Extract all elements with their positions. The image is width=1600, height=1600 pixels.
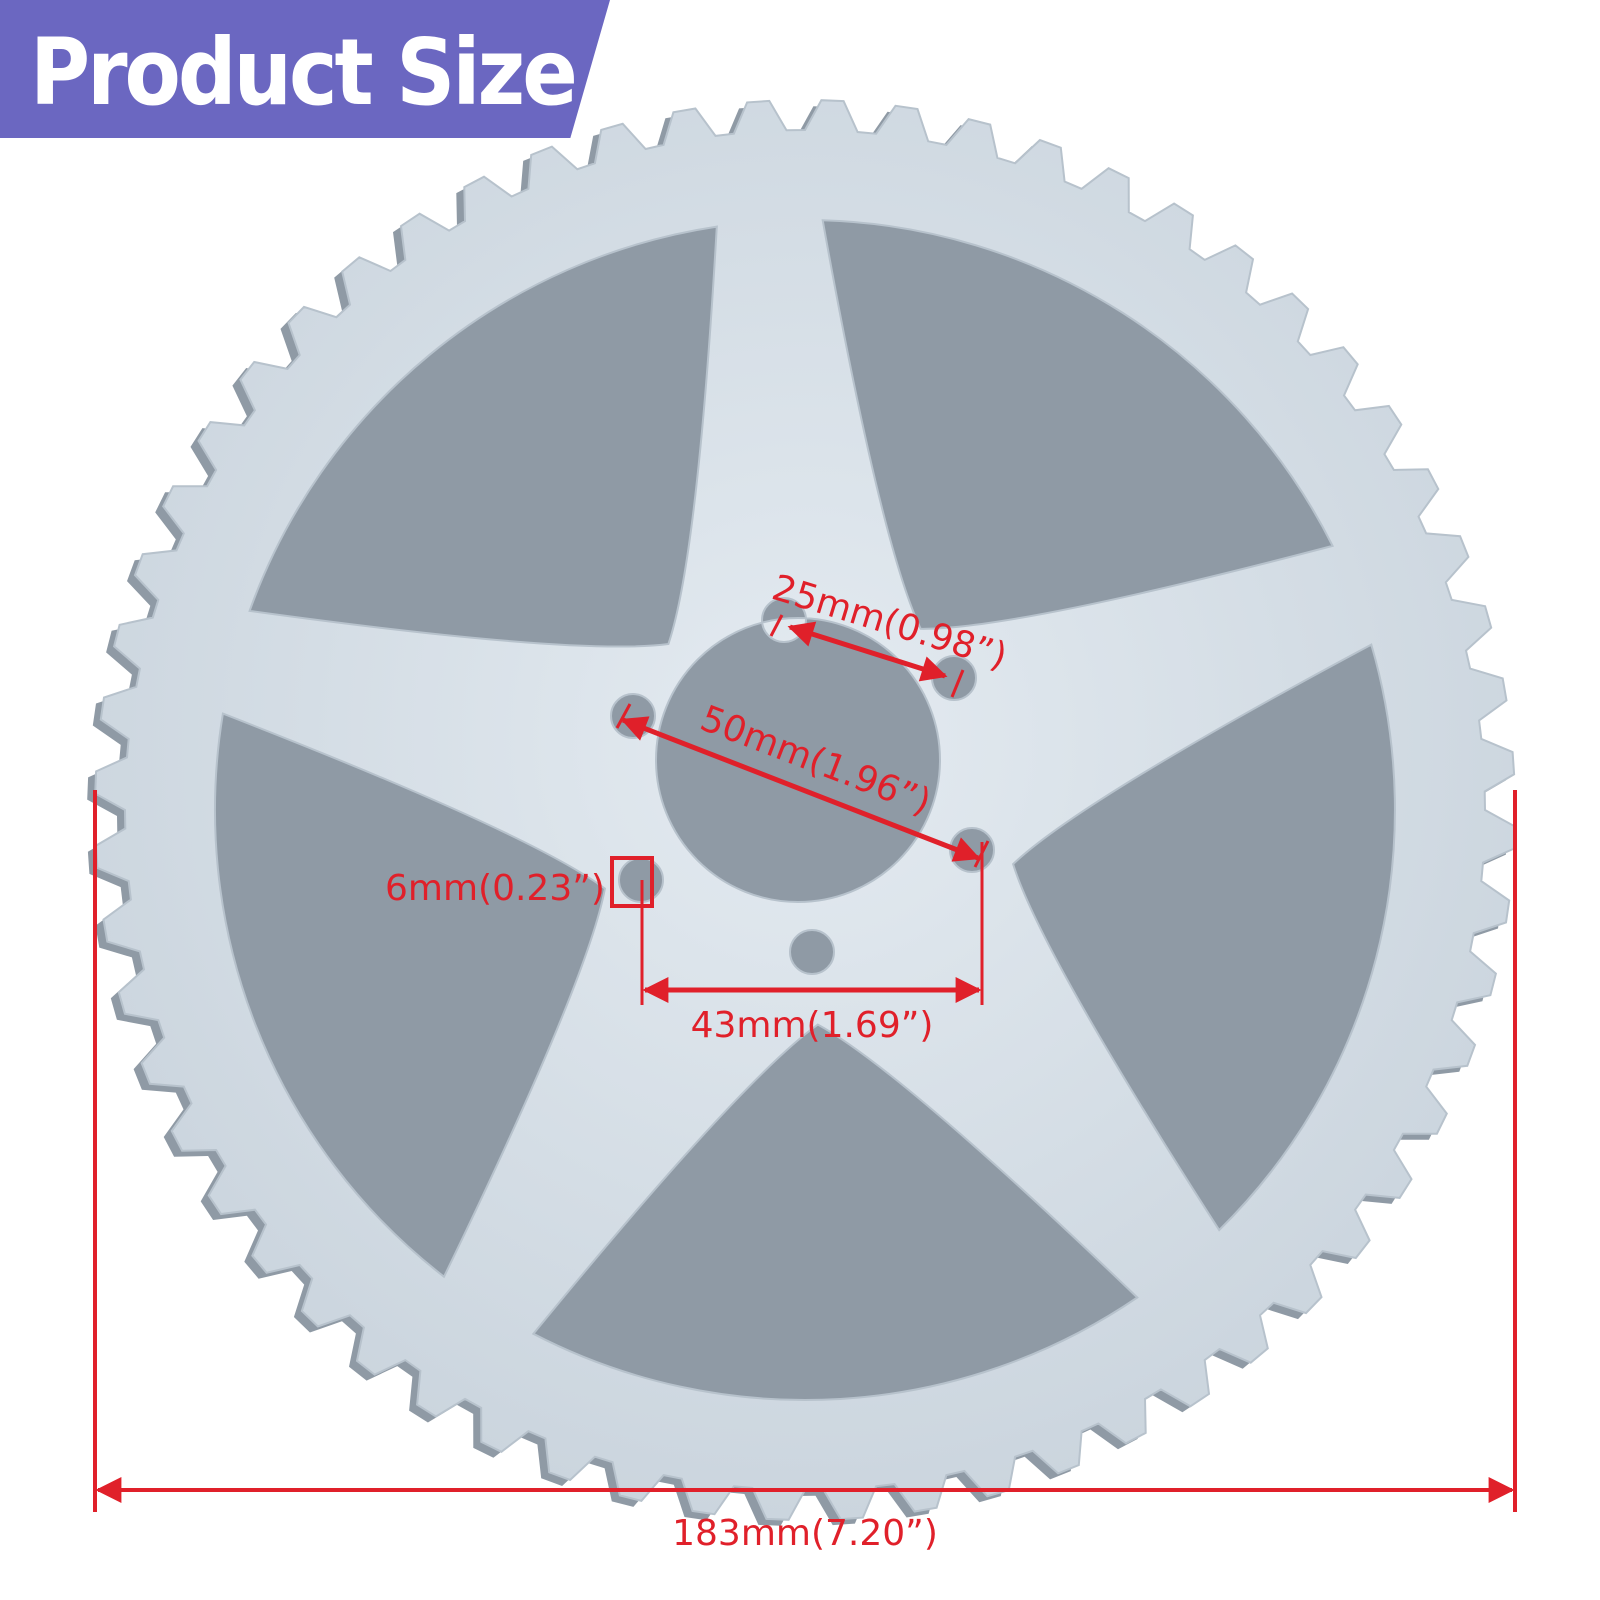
label-outer-diameter: 183mm(7.20”) (672, 1513, 938, 1554)
dim-tick-bolt-circle-a (615, 703, 632, 729)
dim-line-bolt-circle (620, 716, 981, 862)
dim-tick-hole-spacing-a (769, 614, 784, 637)
dimension-annotations (93, 614, 1517, 1512)
dim-tick-hole-spacing-b (950, 669, 965, 698)
dim-box-hole-diameter (610, 856, 654, 908)
product-size-banner: Product Size (0, 0, 610, 138)
banner-title: Product Size (30, 20, 578, 127)
label-hole-offset: 43mm(1.69”) (691, 1005, 934, 1046)
dim-line-hole-spacing (787, 621, 948, 682)
sprocket (87, 99, 1516, 1526)
label-hole-diameter: 6mm(0.23”) (385, 868, 605, 909)
